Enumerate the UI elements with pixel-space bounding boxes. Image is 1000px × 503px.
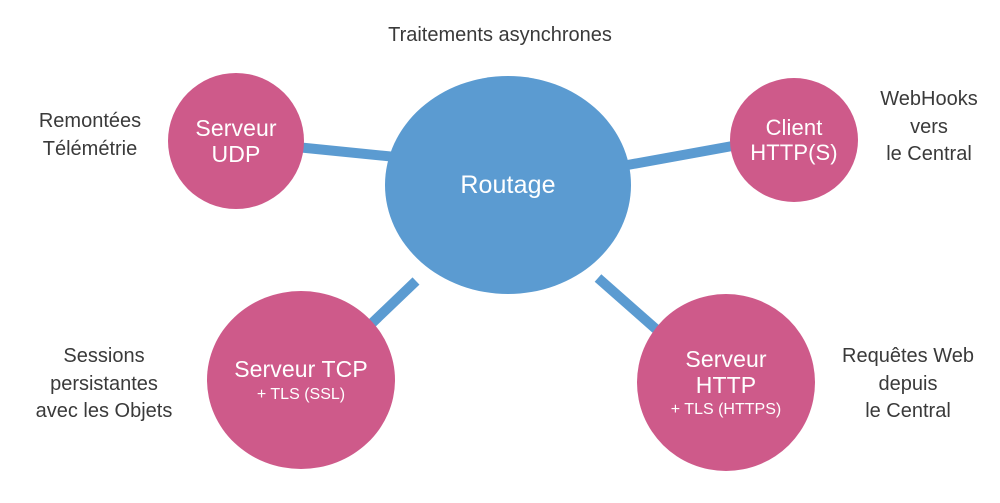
edge-hub-to-serveur-udp (295, 142, 397, 162)
node-routage-label: Routage (460, 170, 556, 199)
node-serveur-tcp[interactable]: Serveur TCP + TLS (SSL) (207, 291, 395, 469)
node-client-https-label: Client HTTP(S) (750, 114, 838, 165)
node-serveur-http-label: Serveur HTTP (685, 345, 767, 398)
node-serveur-http[interactable]: Serveur HTTP + TLS (HTTPS) (637, 294, 815, 471)
node-serveur-tcp-sublabel: + TLS (SSL) (256, 385, 346, 403)
node-serveur-tcp-label: Serveur TCP (234, 356, 368, 383)
node-serveur-udp-label: Serveur UDP (195, 114, 277, 167)
node-serveur-http-sublabel: + TLS (HTTPS) (670, 401, 782, 419)
caption-webhooks-vers-le-central: WebHooks vers le Central (880, 88, 978, 166)
node-client-https[interactable]: Client HTTP(S) (730, 78, 858, 202)
node-serveur-udp[interactable]: Serveur UDP (168, 73, 304, 209)
edge-hub-to-serveur-tcp (365, 277, 420, 330)
caption-sessions-persistantes: Sessions persistantes avec les Objets (35, 345, 173, 423)
page-title: Traitements asynchrones (388, 24, 612, 46)
edge-hub-to-client-https (621, 140, 739, 171)
caption-requetes-web-depuis-le-central: Requêtes Web depuis le Central (842, 345, 974, 423)
node-routage[interactable]: Routage (385, 76, 631, 294)
caption-remontees-telemetrie: Remontées Télémétrie (38, 110, 142, 160)
edge-hub-to-serveur-http (594, 274, 661, 334)
